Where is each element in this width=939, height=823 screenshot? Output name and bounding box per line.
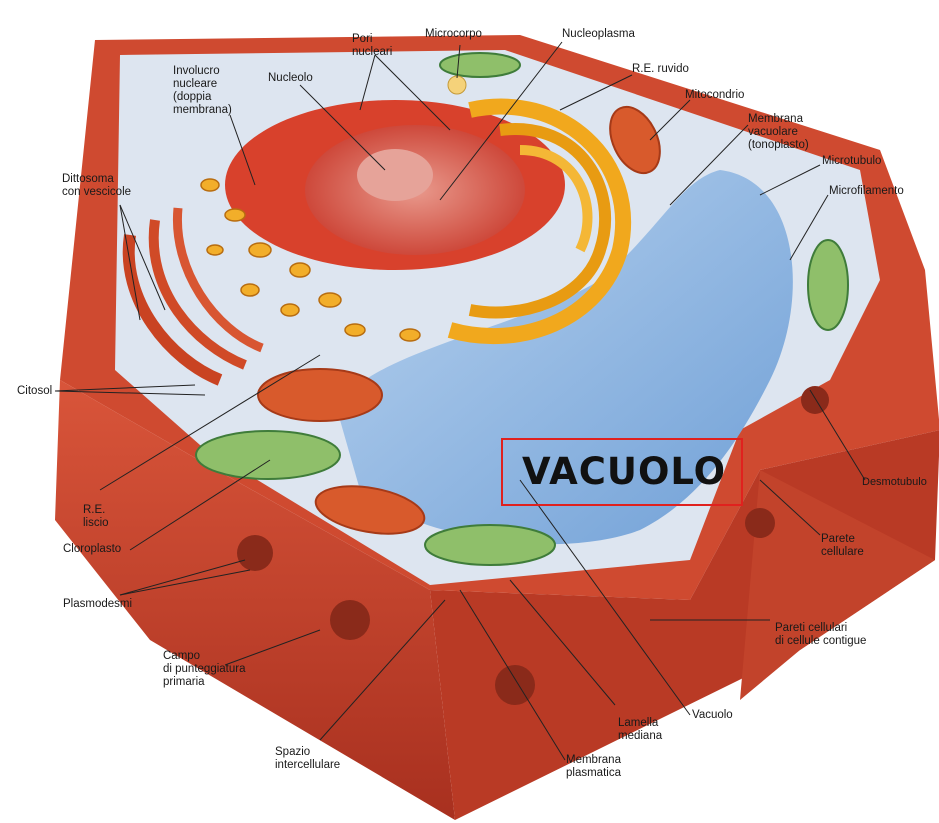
label-citosol: Citosol	[17, 385, 52, 398]
chloroplast-4	[440, 53, 520, 77]
chloroplast-3	[808, 240, 848, 330]
label-re-liscio: R.E.liscio	[83, 504, 109, 530]
label-microfilamento: Microfilamento	[829, 185, 904, 198]
label-vacuolo: Vacuolo	[692, 709, 733, 722]
chloroplast-2	[425, 525, 555, 565]
label-microcorpo: Microcorpo	[425, 28, 482, 41]
label-plasmodesmi: Plasmodesmi	[63, 598, 132, 611]
nucleolus	[357, 149, 433, 201]
microbody	[448, 76, 466, 94]
label-nucleolo: Nucleolo	[268, 72, 313, 85]
label-microtubulo: Microtubulo	[822, 155, 881, 168]
label-mitocondrio: Mitocondrio	[685, 89, 744, 102]
label-re-ruvido: R.E. ruvido	[632, 63, 689, 76]
label-cloroplasto: Cloroplasto	[63, 543, 121, 556]
label-desmotubulo: Desmotubulo	[862, 476, 927, 489]
mitochondrion-1	[258, 369, 382, 421]
chloroplast-1	[196, 431, 340, 479]
vacuolo-highlight-text: VACUOLO	[522, 451, 726, 493]
label-nucleoplasma: Nucleoplasma	[562, 28, 635, 41]
